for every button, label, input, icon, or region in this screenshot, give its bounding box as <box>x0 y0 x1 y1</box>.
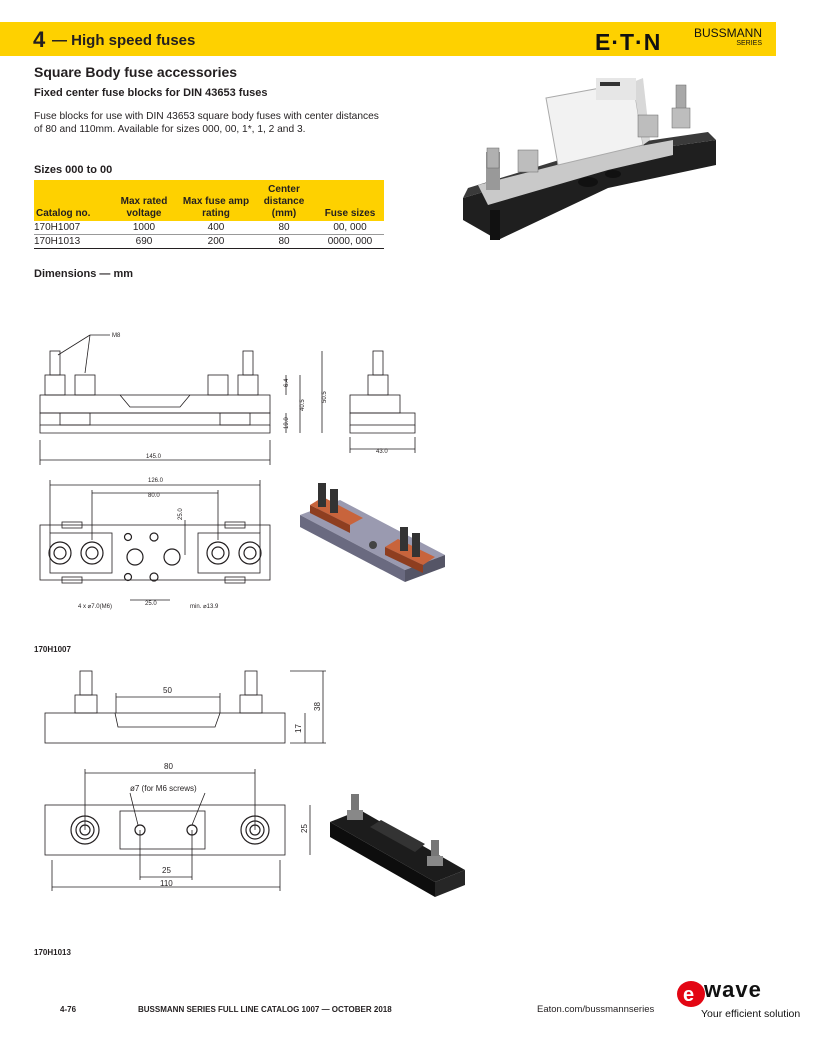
catalog-title: BUSSMANN SERIES FULL LINE CATALOG 1007 —… <box>138 1005 392 1014</box>
dim-holes: 4 x ⌀7.0(M6) <box>78 604 112 610</box>
spec-table: Catalog no. Max rated voltage Max fuse a… <box>34 180 384 249</box>
dim-126: 126.0 <box>148 478 164 484</box>
col-center: Center distance (mm) <box>252 180 316 221</box>
cell: 1000 <box>108 221 180 235</box>
bussmann-text: BUSSMANN <box>693 26 762 40</box>
eaton-logo: E·T·N <box>595 29 662 55</box>
cell: 200 <box>180 234 252 249</box>
caption-170H1007: 170H1007 <box>34 645 71 654</box>
dim-80: 80 <box>164 762 173 771</box>
cell: 400 <box>180 221 252 235</box>
footer-url[interactable]: Eaton.com/bussmannseries <box>537 1004 655 1015</box>
ewave-logo: e wave <box>676 977 761 1013</box>
cell: 00, 000 <box>316 221 384 235</box>
section-header-band: 4 — High speed fuses E·T·N BUSSMANN SERI… <box>0 22 776 56</box>
ewave-wordmark: wave <box>704 977 762 1002</box>
dimensions-heading: Dimensions — mm <box>34 268 134 280</box>
col-fuse-sizes: Fuse sizes <box>316 180 384 221</box>
series-text: SERIES <box>736 40 762 47</box>
cell: 690 <box>108 234 180 249</box>
dim-25-horizontal: 25.0 <box>145 601 157 607</box>
cell: 170H1013 <box>34 234 108 249</box>
dim-17: 17 <box>294 724 303 733</box>
cell: 170H1007 <box>34 221 108 235</box>
bussmann-series-logo: BUSSMANN SERIES <box>678 27 762 48</box>
dim-80: 80.0 <box>148 493 160 499</box>
page-subtitle: Fixed center fuse blocks for DIN 43653 f… <box>34 87 268 99</box>
dim-25-horizontal: 25 <box>162 866 171 875</box>
drawing-170H1007: M8 6.4 40.5 50.5 19.0 145.0 43.0 126.0 8… <box>39 333 416 610</box>
section-number: 4 <box>33 27 46 52</box>
dim-25-vertical: 25 <box>300 824 309 833</box>
cell: 80 <box>252 234 316 249</box>
col-amp: Max fuse amp rating <box>180 180 252 221</box>
dim-m8: M8 <box>112 333 121 339</box>
dim-40-5: 40.5 <box>300 399 306 411</box>
svg-text:e: e <box>683 984 694 1006</box>
dim-38: 38 <box>313 702 322 711</box>
drawing-170H1013: 50 38 17 80 ø7 (for M6 screws) 25 25 110 <box>44 670 326 891</box>
caption-170H1013: 170H1013 <box>34 948 71 957</box>
fuse-block-render <box>300 483 445 582</box>
col-catalog: Catalog no. <box>34 180 108 221</box>
dim-6-4: 6.4 <box>284 378 290 387</box>
ewave-tagline: Your efficient solution <box>701 1008 801 1020</box>
fuse-block-photo <box>463 78 716 240</box>
dim-screws: ø7 (for M6 screws) <box>130 784 197 793</box>
section-title: — High speed fuses <box>52 32 196 49</box>
sizes-heading: Sizes 000 to 00 <box>34 164 113 176</box>
intro-paragraph: Fuse blocks for use with DIN 43653 squar… <box>34 111 379 135</box>
cell: 80 <box>252 221 316 235</box>
dim-25-vertical: 25.0 <box>178 508 184 520</box>
cell: 0000, 000 <box>316 234 384 249</box>
page-number: 4-76 <box>60 1005 77 1014</box>
dim-145: 145.0 <box>146 454 162 460</box>
dim-43: 43.0 <box>376 449 388 455</box>
dim-110: 110 <box>160 879 173 888</box>
black-base-photo <box>330 794 465 897</box>
col-voltage: Max rated voltage <box>108 180 180 221</box>
table-row: 170H1013 690 200 80 0000, 000 <box>34 234 384 249</box>
ewave-e-icon: e <box>677 981 705 1007</box>
dim-min-13-9: min. ⌀13.9 <box>190 604 219 610</box>
table-row: 170H1007 1000 400 80 00, 000 <box>34 221 384 235</box>
dim-19: 19.0 <box>284 417 290 429</box>
page-title: Square Body fuse accessories <box>34 64 238 80</box>
table-header-row: Catalog no. Max rated voltage Max fuse a… <box>34 180 384 221</box>
dim-50: 50 <box>163 686 172 695</box>
dim-50-5: 50.5 <box>322 391 328 403</box>
